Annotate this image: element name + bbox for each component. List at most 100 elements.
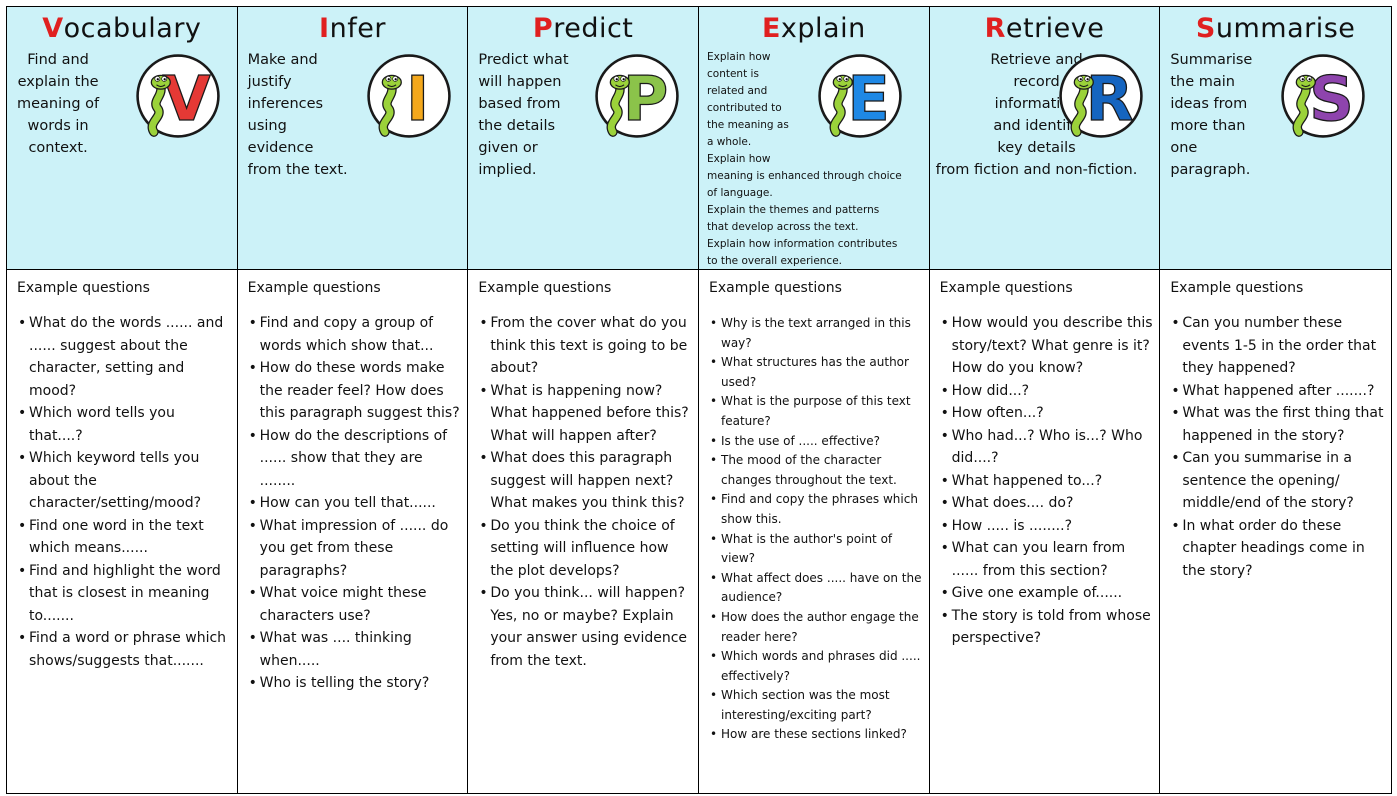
question-item: In what order do these chapter headings …: [1171, 515, 1385, 583]
example-heading: Example questions: [247, 280, 381, 296]
badge-letter: R: [1085, 63, 1133, 135]
snake-pupil: [845, 78, 848, 81]
question-item: What was .... thinking when.....: [249, 627, 462, 672]
snake-pupil: [838, 78, 841, 81]
desc-line: more than: [1170, 118, 1246, 134]
snake-pupil: [1302, 78, 1305, 81]
question-item: What structures has the author used?: [710, 353, 923, 392]
snake-pupil: [616, 78, 619, 81]
question-item: How can you tell that......: [249, 492, 462, 515]
snake-letter-v-icon: V: [136, 54, 220, 138]
question-item: What is the author's point of view?: [710, 530, 923, 569]
snake-smile: [1078, 84, 1089, 88]
title-rest: nfer: [329, 13, 386, 44]
question-item: What does.... do?: [941, 492, 1154, 515]
example-heading: Example questions: [17, 280, 150, 296]
title-explain: Explain: [699, 13, 929, 44]
desc-line: using: [247, 118, 287, 134]
snake-body: [379, 83, 396, 136]
question-item: Which section was the most interesting/e…: [710, 686, 923, 725]
question-item: The story is told from whose perspective…: [941, 605, 1154, 650]
question-item: What impression of ...... do you get fro…: [249, 515, 462, 583]
snake-letter-e-icon: E: [818, 54, 902, 138]
questions-explain: Example questions Why is the text arrang…: [699, 270, 930, 793]
snake-pupil: [1308, 78, 1312, 81]
question-item: Do you think the choice of setting will …: [479, 515, 692, 583]
snake-smile: [838, 84, 848, 88]
question-item: How does the author engage the reader he…: [710, 608, 923, 647]
question-item: What voice might these characters use?: [249, 582, 462, 627]
desc-line: based from: [478, 96, 561, 112]
question-item: Which words and phrases did ..... effect…: [710, 647, 923, 686]
desc-line: context.: [28, 140, 88, 156]
snake-pupil: [1086, 78, 1089, 81]
desc-line: ideas from: [1170, 96, 1248, 112]
snake-letter-p-icon: P: [595, 54, 680, 138]
question-item: Do you think... will happen? Yes, no or …: [479, 582, 692, 672]
title-initial: S: [1195, 13, 1216, 44]
desc-line: Explain how: [707, 51, 771, 63]
snake-body: [830, 83, 847, 136]
snake-pupil: [622, 78, 626, 81]
title-initial: I: [319, 13, 330, 44]
question-item: Find and copy the phrases which show thi…: [710, 490, 923, 529]
question-item: From the cover what do you think this te…: [479, 312, 692, 380]
desc-line: meaning of: [17, 96, 100, 112]
example-heading: Example questions: [939, 280, 1073, 296]
desc-line: to the overall experience.: [707, 255, 843, 267]
snake-pupil: [387, 78, 390, 81]
question-item: What affect does ..... have on the audie…: [710, 569, 923, 608]
question-list: From the cover what do you think this te…: [478, 312, 692, 672]
question-list: Why is the text arranged in this way?Wha…: [709, 314, 923, 745]
desc-line: Explain how: [707, 153, 771, 165]
example-heading: Example questions: [478, 280, 612, 296]
questions-predict: Example questions From the cover what do…: [468, 270, 699, 793]
badge-letter: I: [406, 63, 429, 135]
snake-letter-i-icon: I: [366, 54, 451, 138]
desc-line: that develop across the text.: [707, 221, 859, 233]
desc-line: the details: [478, 118, 556, 134]
question-item: Can you summarise in a sentence the open…: [1171, 447, 1385, 515]
desc-line: record: [1013, 74, 1060, 90]
question-list: Can you number these events 1-5 in the o…: [1170, 312, 1385, 582]
desc-line: the main: [1170, 74, 1235, 90]
example-heading: Example questions: [1170, 280, 1304, 296]
questions-infer: Example questions Find and copy a group …: [237, 270, 469, 793]
desc-line: justify: [247, 74, 292, 90]
title-rest: redict: [553, 13, 634, 44]
badge-letter: P: [623, 63, 668, 135]
question-item: Can you number these events 1-5 in the o…: [1171, 312, 1385, 380]
title-predict: Predict: [468, 13, 698, 44]
title-rest: etrieve: [1005, 13, 1105, 44]
desc-line: Find and: [27, 52, 89, 68]
question-item: Find one word in the text which means...…: [18, 515, 231, 560]
question-item: What can you learn from ...... from this…: [941, 537, 1154, 582]
question-list: Find and copy a group of words which sho…: [248, 312, 462, 695]
snake-body: [608, 83, 624, 136]
title-vocabulary: Vocabulary: [7, 13, 237, 44]
snake-body: [1294, 83, 1310, 136]
question-item: What is happening now? What happened bef…: [479, 380, 692, 448]
desc-line: paragraph.: [1170, 162, 1251, 178]
question-list: How would you describe this story/text? …: [940, 312, 1154, 650]
badge-letter: E: [847, 63, 889, 135]
question-item: Find and copy a group of words which sho…: [249, 312, 462, 357]
question-item: How are these sections linked?: [710, 725, 923, 745]
title-initial: R: [984, 13, 1006, 44]
desc-line: Make and: [247, 52, 318, 68]
desc-line: Summarise: [1170, 52, 1253, 68]
question-item: Find a word or phrase which shows/sugges…: [18, 627, 231, 672]
question-item: How would you describe this story/text? …: [941, 312, 1154, 380]
desc-line: implied.: [478, 162, 537, 178]
question-item: How do these words make the reader feel?…: [249, 357, 462, 425]
snake-pupil: [1079, 78, 1082, 81]
snake-smile: [386, 84, 397, 88]
desc-line: contributed to: [707, 102, 782, 114]
desc-line: meaning is enhanced through choice: [707, 170, 902, 182]
desc-line: a whole.: [707, 136, 752, 148]
